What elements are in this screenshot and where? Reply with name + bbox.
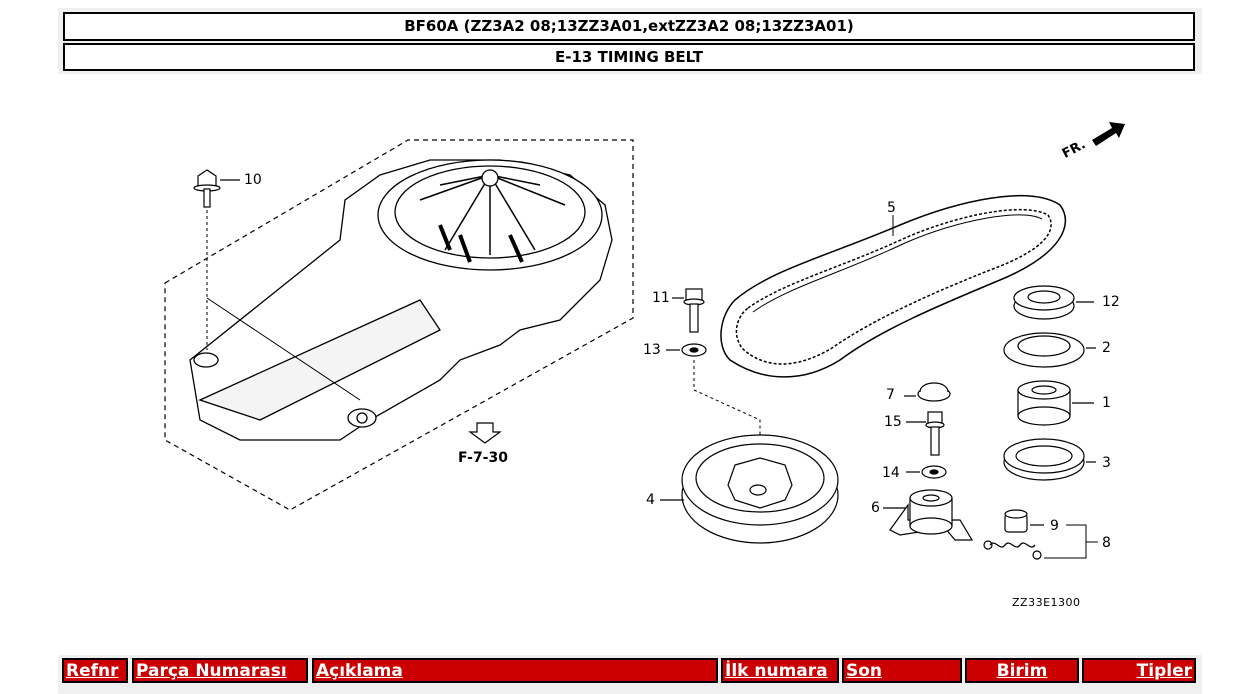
cap-7 <box>904 382 951 402</box>
callout-5: 5 <box>887 200 896 216</box>
reference-label[interactable]: F-7-30 <box>458 450 508 466</box>
callout-2: 2 <box>1102 340 1111 356</box>
callout-4: 4 <box>646 492 655 508</box>
ref-arrow <box>468 422 502 444</box>
callout-6: 6 <box>871 500 880 516</box>
callout-13: 13 <box>643 342 661 358</box>
washer-2 <box>1003 332 1096 368</box>
spring <box>983 540 1042 560</box>
washer-13 <box>666 343 707 357</box>
column-header-refnr[interactable]: Refnr <box>62 658 128 683</box>
washer-14 <box>906 465 947 479</box>
pulley-leader <box>693 360 761 490</box>
bolt-11 <box>672 288 705 333</box>
collar-9 <box>1004 509 1044 533</box>
bolt-10 <box>193 169 240 208</box>
front-arrow <box>1092 122 1125 146</box>
callout-8-bracket <box>1044 524 1098 559</box>
callout-10: 10 <box>244 172 262 188</box>
drive-pulley <box>660 434 839 544</box>
callout-1: 1 <box>1102 395 1111 411</box>
gear-1 <box>1017 380 1094 426</box>
plate-3 <box>1003 438 1096 481</box>
column-header-types[interactable]: Tipler <box>1082 658 1196 683</box>
column-header-part-number[interactable]: Parça Numarası <box>132 658 308 683</box>
callout-8: 8 <box>1102 535 1111 551</box>
tensioner-6 <box>883 489 974 541</box>
callout-11: 11 <box>652 290 670 306</box>
callout-15: 15 <box>884 414 902 430</box>
callout-9: 9 <box>1050 518 1059 534</box>
callout-3: 3 <box>1102 455 1111 471</box>
bolt-15 <box>906 411 945 456</box>
column-header-unit[interactable]: Birim <box>965 658 1079 683</box>
image-code: ZZ33E1300 <box>1012 596 1081 609</box>
bolt-10-leader <box>206 210 361 401</box>
nut-12 <box>1013 285 1094 320</box>
timing-belt-cover <box>189 159 613 441</box>
parts-diagram <box>164 122 1125 560</box>
column-header-description[interactable]: Açıklama <box>312 658 718 683</box>
callout-7: 7 <box>886 387 895 403</box>
callout-12: 12 <box>1102 294 1120 310</box>
column-header-last[interactable]: Son <box>842 658 962 683</box>
column-header-first-number[interactable]: İlk numara <box>721 658 839 683</box>
header-panel: BF60A (ZZ3A2 08;13ZZ3A01,extZZ3A2 08;13Z… <box>58 8 1202 74</box>
cover-dashed-outline <box>164 139 634 511</box>
section-title: E-13 TIMING BELT <box>63 43 1195 71</box>
model-title: BF60A (ZZ3A2 08;13ZZ3A01,extZZ3A2 08;13Z… <box>63 12 1195 41</box>
callout-14: 14 <box>882 465 900 481</box>
timing-belt <box>720 195 1067 378</box>
